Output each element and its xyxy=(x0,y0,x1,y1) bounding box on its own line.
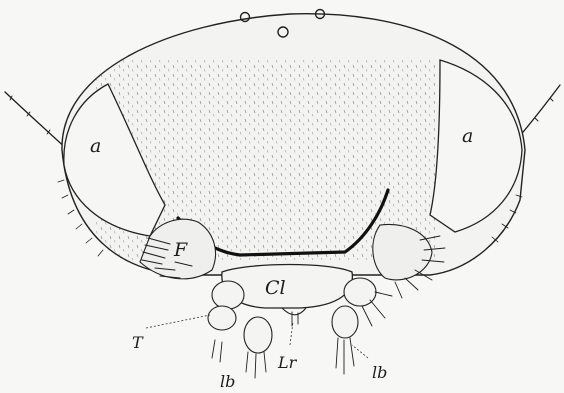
label-labium-right: lb xyxy=(372,363,387,382)
label-frons: F xyxy=(173,239,188,261)
label-eye-right: a xyxy=(462,125,473,147)
label-eye-left: a xyxy=(90,135,101,157)
label-tentorium: T xyxy=(132,333,144,352)
label-labium-left: lb xyxy=(220,372,235,391)
labrum xyxy=(282,308,306,326)
label-clypeus: Cl xyxy=(265,277,286,299)
label-labrum: Lr xyxy=(277,353,298,372)
